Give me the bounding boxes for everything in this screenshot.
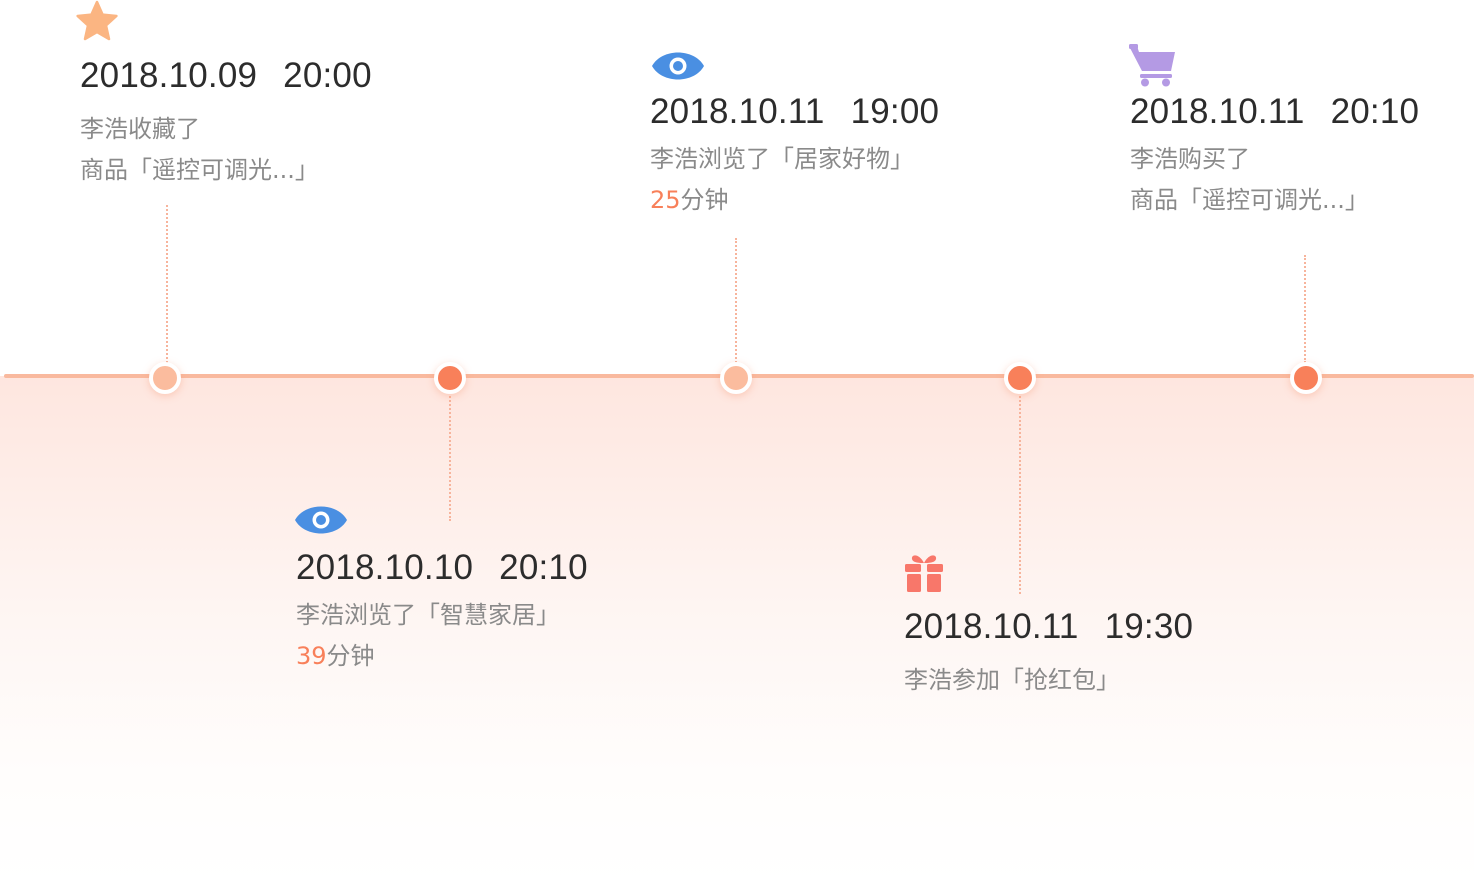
timeline-lower-background (0, 376, 1474, 886)
event-time: 20:10 (499, 548, 588, 587)
event-description: 李浩参加「抢红包」 (904, 660, 1120, 701)
timeline-node-1[interactable] (149, 362, 181, 394)
eye-icon (652, 52, 704, 80)
event-duration: 25分钟 (650, 180, 914, 221)
event-datetime: 2018.10.09 20:00 (80, 56, 372, 96)
connector-event-4 (1019, 389, 1021, 594)
event-desc-line1: 李浩收藏了 (80, 115, 200, 143)
event-desc-line2: 商品「遥控可调光...」 (1130, 186, 1369, 214)
event-time: 19:00 (850, 92, 940, 131)
event-description: 李浩购买了 商品「遥控可调光...」 (1130, 139, 1369, 221)
duration-unit: 分钟 (680, 186, 729, 214)
event-time: 19:30 (1104, 607, 1194, 646)
event-date: 2018.10.11 (904, 607, 1079, 646)
event-description: 李浩浏览了「智慧家居」 39分钟 (296, 595, 560, 677)
event-time: 20:10 (1330, 92, 1420, 131)
gift-icon (905, 555, 943, 592)
connector-event-1 (166, 205, 168, 363)
event-datetime: 2018.10.11 20:10 (1130, 92, 1419, 132)
star-icon (76, 0, 118, 41)
eye-icon (295, 506, 347, 534)
event-datetime: 2018.10.11 19:30 (904, 607, 1193, 647)
timeline-node-5[interactable] (1290, 362, 1322, 394)
event-desc-line1: 李浩浏览了「智慧家居」 (296, 601, 560, 629)
event-datetime: 2018.10.11 19:00 (650, 92, 939, 132)
event-datetime: 2018.10.10 20:10 (296, 548, 588, 588)
event-date: 2018.10.11 (1130, 92, 1305, 131)
event-desc-line2: 商品「遥控可调光...」 (80, 156, 319, 184)
event-description: 李浩收藏了 商品「遥控可调光...」 (80, 109, 319, 191)
event-time: 20:00 (283, 56, 372, 95)
event-date: 2018.10.10 (296, 548, 474, 587)
event-desc-line1: 李浩参加「抢红包」 (904, 666, 1120, 694)
event-description: 李浩浏览了「居家好物」 25分钟 (650, 139, 914, 221)
connector-event-2 (449, 389, 451, 521)
event-duration: 39分钟 (296, 636, 560, 677)
event-desc-line1: 李浩购买了 (1130, 145, 1250, 173)
timeline-node-4[interactable] (1004, 362, 1036, 394)
event-desc-line1: 李浩浏览了「居家好物」 (650, 145, 914, 173)
cart-icon (1129, 44, 1175, 87)
duration-value: 39 (296, 642, 327, 670)
event-date: 2018.10.09 (80, 56, 258, 95)
duration-unit: 分钟 (326, 642, 375, 670)
timeline-node-2[interactable] (434, 362, 466, 394)
connector-event-3 (735, 238, 737, 363)
timeline-node-3[interactable] (720, 362, 752, 394)
duration-value: 25 (650, 186, 681, 214)
event-date: 2018.10.11 (650, 92, 825, 131)
connector-event-5 (1304, 255, 1306, 363)
